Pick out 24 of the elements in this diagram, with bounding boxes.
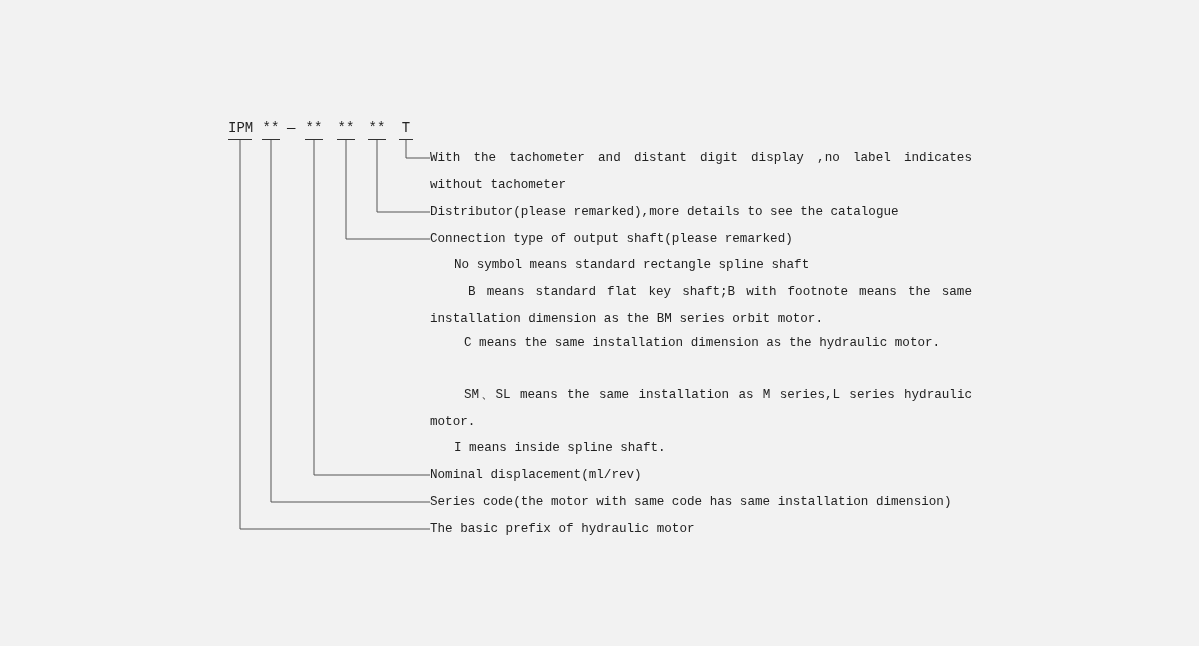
note-text: C means the same installation dimension as the hydraulic motor. — [463, 335, 942, 352]
code-segment: ** — [337, 117, 355, 140]
leader-line — [313, 139, 431, 476]
description-text: Series code(the motor with same code has same installation dimension) — [430, 489, 972, 516]
description-text: With the tachometer and distant digit display ,no label indicates without tachometer — [430, 145, 972, 198]
description-text: The basic prefix of hydraulic motor — [430, 516, 972, 543]
code-segment: IPM — [228, 117, 252, 140]
code-segment: ** — [262, 117, 280, 140]
description-text: Connection type of output shaft(please remarked) — [430, 226, 972, 253]
note-text: I means inside spline shaft. — [453, 440, 667, 457]
leader-line — [239, 139, 431, 530]
leader-line — [345, 139, 431, 240]
note-text: No symbol means standard rectangle spline shaft — [453, 257, 811, 274]
description-text: Distributor(please remarked),more details to see the catalogue — [430, 199, 972, 226]
description-text: Nominal displacement(ml/rev) — [430, 462, 972, 489]
note-text: B means standard flat key shaft;B with footnote means the same installation dimension as the BM series orbit motor. — [430, 284, 972, 328]
code-segment: ** — [368, 117, 386, 140]
leader-line — [376, 139, 431, 213]
code-segment: T — [399, 117, 413, 140]
leader-line — [270, 139, 431, 503]
code-segment: ** — [305, 117, 323, 140]
separator-dash: — — [287, 119, 296, 138]
note-text: SM、SL means the same installation as M series,L series hydraulic motor. — [430, 387, 972, 431]
leader-line — [405, 139, 431, 159]
